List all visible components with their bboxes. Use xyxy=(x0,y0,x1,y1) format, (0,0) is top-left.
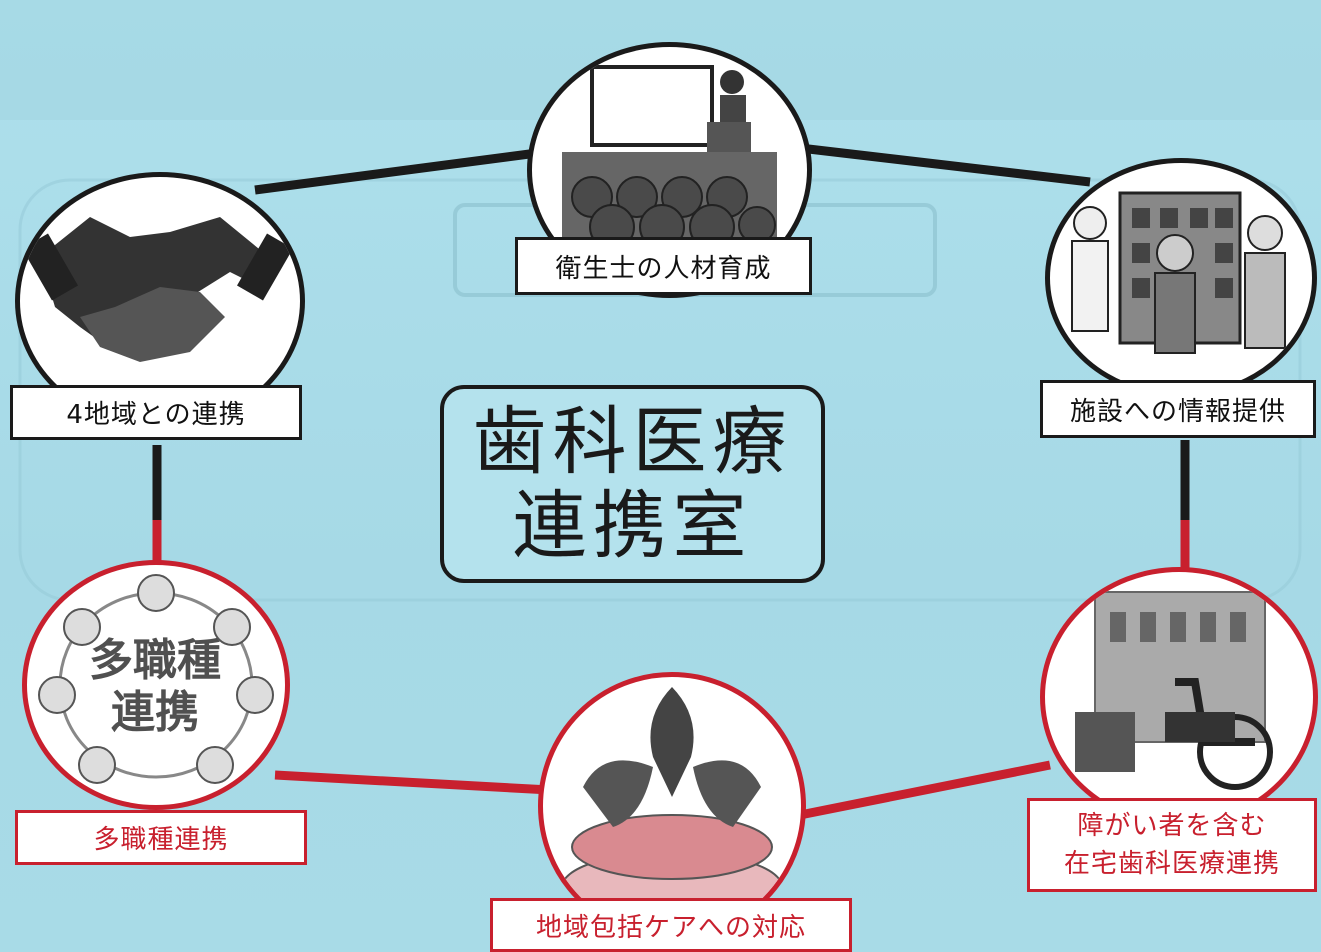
disability-label-line2: 在宅歯科医療連携 xyxy=(1063,849,1280,879)
multi-circle xyxy=(22,560,290,810)
multi-badge-text: 多職種 連携 xyxy=(40,635,270,739)
facilities-label: 施設への情報提供 xyxy=(1040,380,1316,438)
multi-label: 多職種連携 xyxy=(15,810,307,865)
multi-badge-line2: 連携 xyxy=(111,687,199,738)
multi-badge-line1: 多職種 xyxy=(89,635,221,686)
link-multi-care xyxy=(274,770,551,795)
center-title-line2: 連携室 xyxy=(512,483,753,569)
handshake-icon xyxy=(22,217,293,362)
training-label: 衛生士の人材育成 xyxy=(515,237,812,295)
link-training-facilities xyxy=(799,143,1091,187)
center-title-box: 歯科医療 連携室 xyxy=(440,385,825,583)
link-training-regions xyxy=(254,145,561,195)
regions-label: 4地域との連携 xyxy=(10,385,302,440)
multi-people-illustration xyxy=(38,574,274,784)
care-label: 地域包括ケアへの対応 xyxy=(490,898,852,952)
facility-illustration xyxy=(1071,191,1286,354)
disability-circle xyxy=(1040,567,1318,827)
care-model-illustration xyxy=(561,687,783,923)
lecture-illustration xyxy=(562,65,777,250)
disability-label: 障がい者を含む 在宅歯科医療連携 xyxy=(1027,798,1317,892)
wheelchair-building-illustration xyxy=(1075,591,1273,790)
facilities-circle xyxy=(1045,158,1317,398)
link-care-disability xyxy=(799,760,1051,820)
disability-label-line1: 障がい者を含む xyxy=(1077,811,1267,841)
center-title-line1: 歯科医療 xyxy=(472,399,793,485)
